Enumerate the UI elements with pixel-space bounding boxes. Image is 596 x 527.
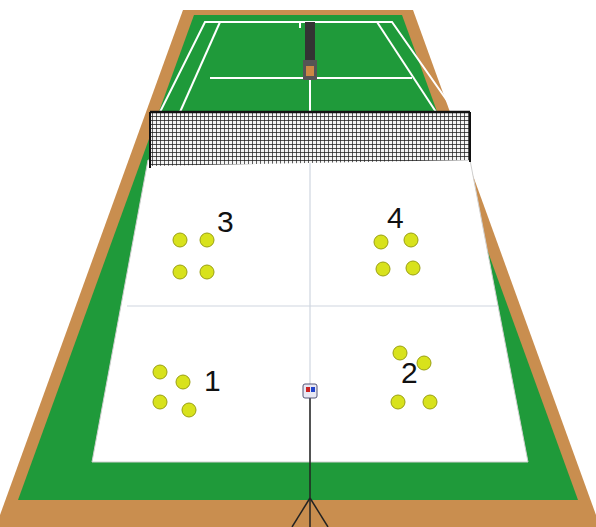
tennis-ball [176,375,190,389]
court-surround [0,10,596,527]
tennis-ball [200,265,214,279]
tennis-ball [404,233,418,247]
tennis-ball [417,356,431,370]
tennis-ball [153,365,167,379]
zone-number: 2 [401,358,418,388]
tennis-ball [173,265,187,279]
tennis-ball [200,233,214,247]
near-court-lines [127,160,497,462]
zone-number: 1 [204,366,221,396]
tennis-ball [406,261,420,275]
net [150,112,470,168]
tennis-ball [391,395,405,409]
zone-number: 4 [387,203,404,233]
zone-number: 3 [217,207,234,237]
tennis-balls [153,233,437,417]
tennis-ball [374,235,388,249]
tennis-ball [173,233,187,247]
tennis-ball [153,395,167,409]
tennis-ball [423,395,437,409]
tennis-ball [182,403,196,417]
tennis-ball [376,262,390,276]
far-figure [303,22,317,80]
court-surface [18,15,578,500]
ball-machine [292,384,328,527]
far-court-lines [160,22,455,112]
